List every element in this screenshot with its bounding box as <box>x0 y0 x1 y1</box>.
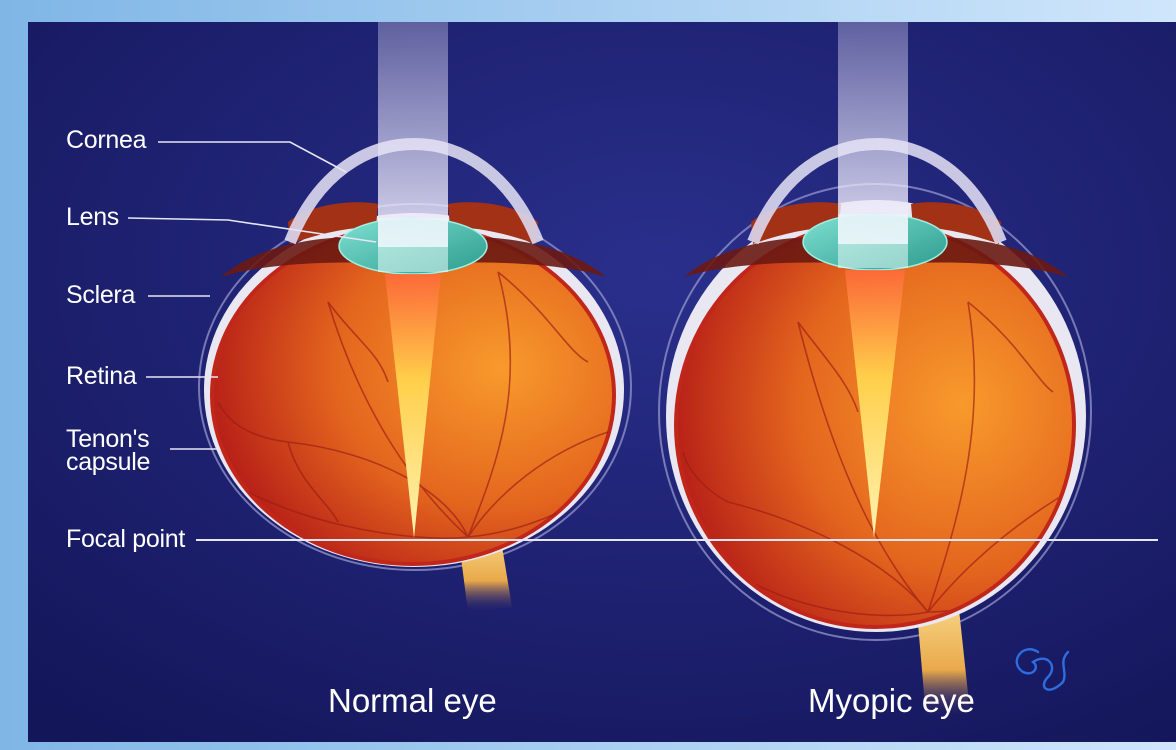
label-sclera: Sclera <box>66 283 135 308</box>
label-lens: Lens <box>66 205 119 230</box>
light-beam-incoming-myopic <box>838 22 908 244</box>
label-focal-point: Focal point <box>66 527 185 552</box>
light-beam-incoming <box>378 22 448 247</box>
eye-illustration <box>28 22 1176 742</box>
caption-normal-eye: Normal eye <box>328 684 497 717</box>
label-cornea: Cornea <box>66 128 146 153</box>
label-tenons-line2: capsule <box>66 450 150 475</box>
caption-myopic-eye: Myopic eye <box>808 684 975 717</box>
light-beam-through-lens-myopic <box>838 214 908 268</box>
light-beam-through-lens <box>378 218 448 272</box>
label-retina: Retina <box>66 364 136 389</box>
diagram-panel: Cornea Lens Sclera Retina Tenon's capsul… <box>28 22 1176 742</box>
